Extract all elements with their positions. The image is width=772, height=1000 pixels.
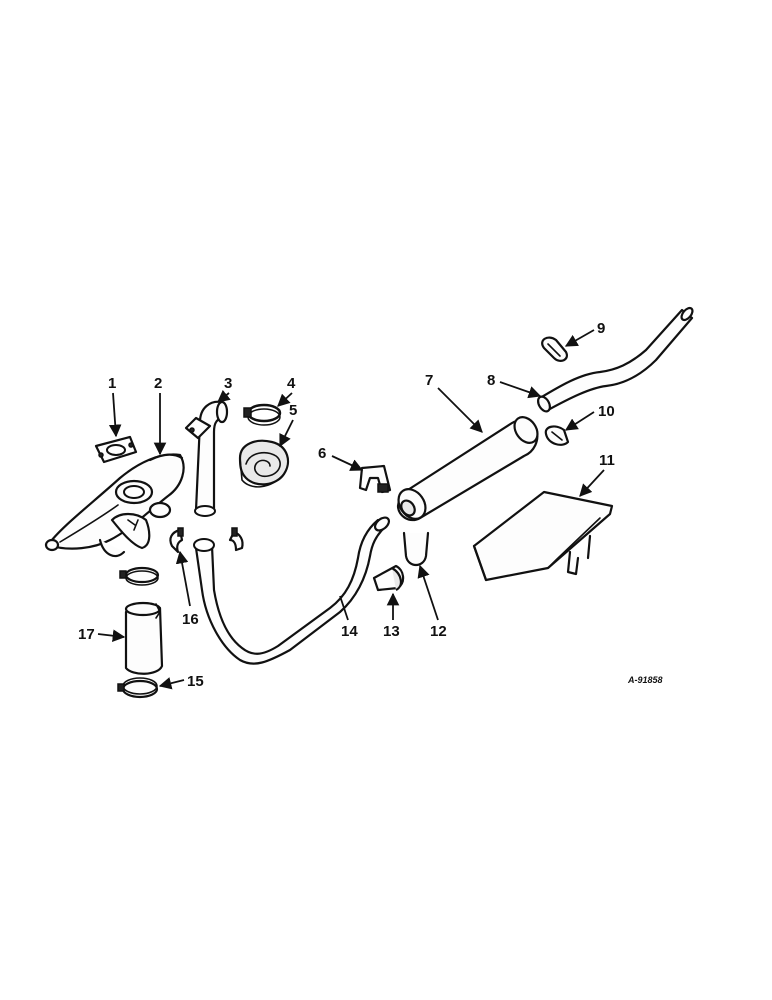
part-1-gasket — [94, 435, 138, 464]
callout-17: 17 — [78, 626, 126, 643]
callout-8: 8 — [487, 372, 542, 399]
part-12-u-bolt — [402, 531, 430, 567]
svg-text:12: 12 — [430, 623, 447, 640]
svg-text:9: 9 — [597, 320, 605, 337]
part-17-sleeve — [124, 601, 164, 675]
part-3-elbow-pipe — [184, 400, 229, 517]
svg-text:1: 1 — [108, 375, 116, 392]
svg-text:7: 7 — [425, 372, 433, 389]
svg-text:11: 11 — [599, 452, 615, 469]
callout-2: 2 — [153, 375, 167, 456]
part-8-tail-pipe — [537, 306, 694, 413]
svg-text:15: 15 — [187, 673, 204, 690]
svg-text:14: 14 — [341, 623, 358, 640]
callout-12: 12 — [417, 564, 447, 640]
callout-4: 4 — [277, 375, 296, 407]
part-7-muffler — [396, 416, 539, 522]
part-6-bracket — [358, 464, 392, 494]
part-11-heat-shield — [472, 490, 614, 582]
part-14-exhaust-pipe — [193, 516, 391, 665]
svg-text:13: 13 — [383, 623, 400, 640]
svg-text:3: 3 — [224, 375, 232, 392]
part-15-clamp — [117, 677, 159, 699]
part-9-clamp — [541, 336, 568, 362]
part-16-bracket — [169, 527, 244, 554]
part-4-clamp — [243, 403, 282, 426]
svg-text:8: 8 — [487, 372, 495, 389]
callout-13: 13 — [383, 592, 400, 640]
callout-9: 9 — [564, 320, 605, 347]
callout-15: 15 — [158, 673, 204, 690]
callout-14: 14 — [339, 595, 358, 640]
callout-3: 3 — [217, 375, 232, 403]
callout-11: 11 — [579, 452, 615, 497]
svg-text:4: 4 — [287, 375, 296, 392]
part-13-clip — [372, 564, 405, 592]
svg-text:2: 2 — [154, 375, 162, 392]
drawing-code: A-91858 — [627, 675, 663, 685]
svg-text:5: 5 — [289, 402, 297, 419]
callout-5: 5 — [279, 402, 297, 448]
svg-text:6: 6 — [318, 445, 326, 462]
svg-text:17: 17 — [78, 626, 95, 643]
callout-16: 16 — [175, 550, 199, 628]
part-10-clamp — [544, 425, 570, 446]
svg-text:10: 10 — [598, 403, 615, 420]
part-17-upper-clamp — [119, 566, 160, 586]
part-2-exhaust-manifold — [44, 453, 185, 558]
callout-10: 10 — [564, 403, 615, 431]
part-5-wrap-coil — [238, 439, 290, 488]
svg-text:16: 16 — [182, 611, 199, 628]
callout-7: 7 — [425, 372, 483, 433]
callout-1: 1 — [108, 375, 122, 438]
callout-6: 6 — [318, 445, 364, 471]
